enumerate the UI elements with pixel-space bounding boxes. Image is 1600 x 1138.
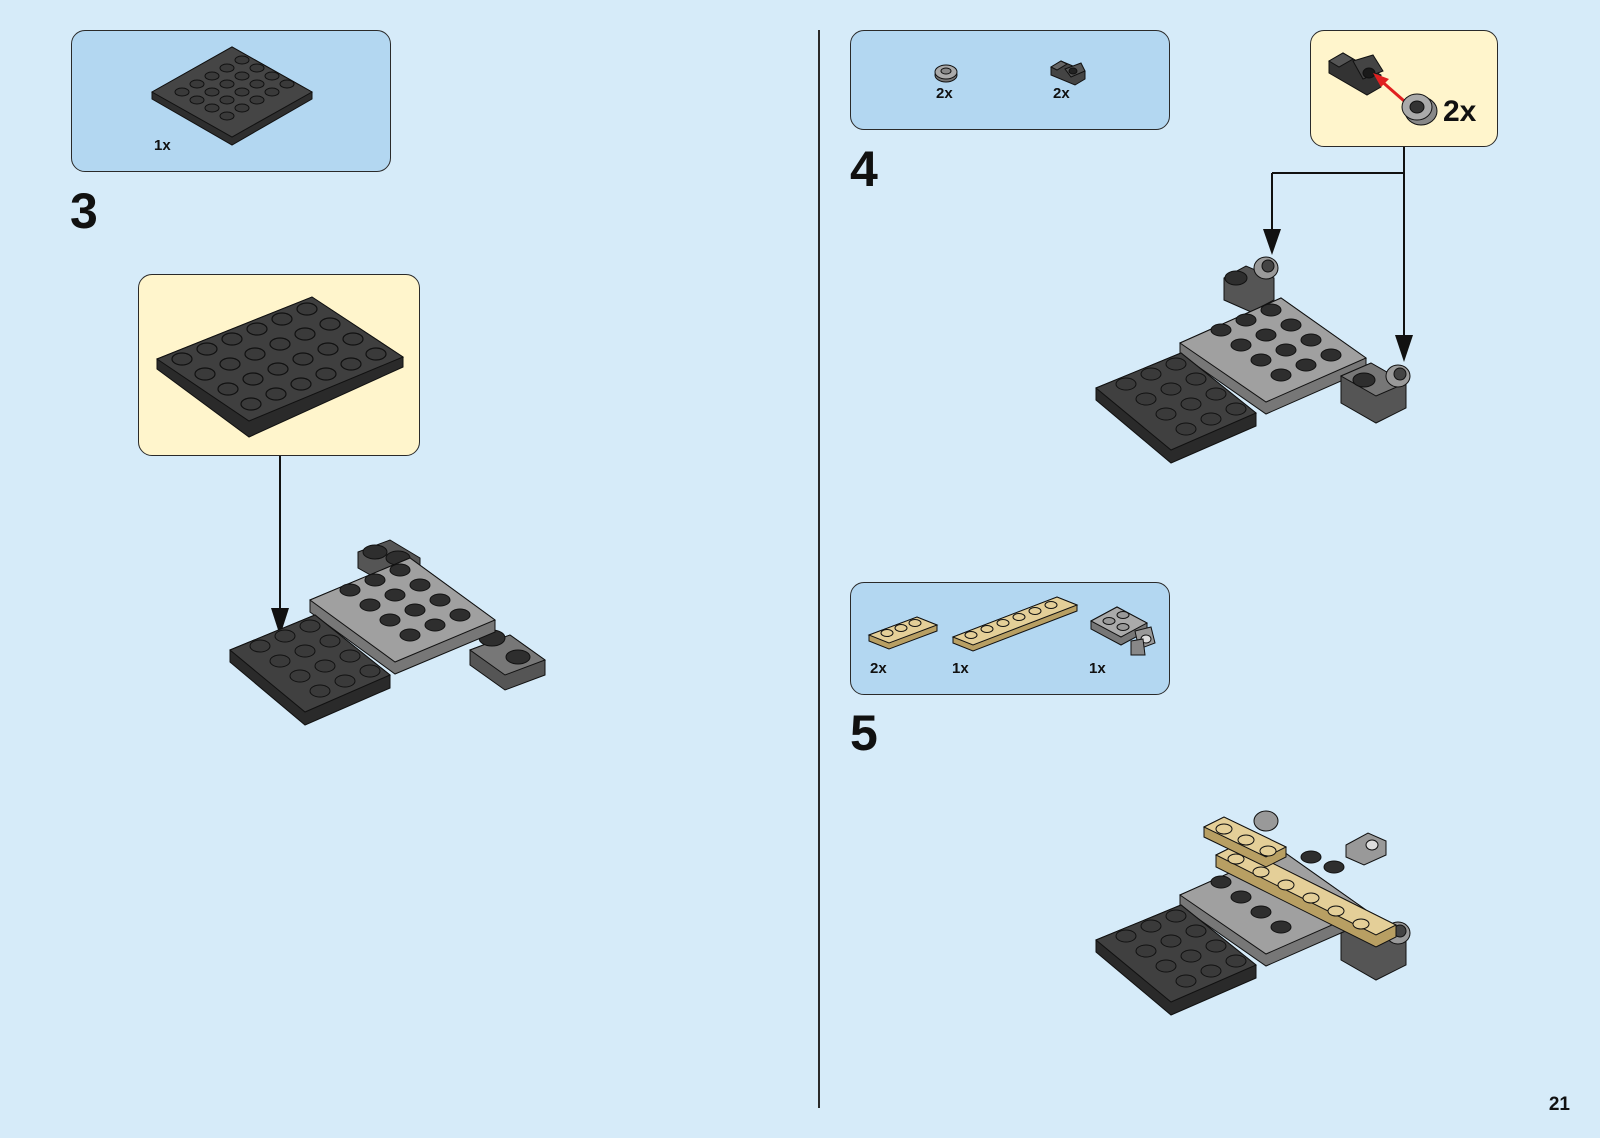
- bracket-with-round-tile-icon: [1329, 49, 1439, 129]
- tan-plate-1x6-icon: [953, 597, 1077, 653]
- step-5-part-1-qty: 2x: [870, 660, 887, 677]
- step-3-parts-box: 1x: [71, 30, 391, 172]
- step-5-part-2-qty: 1x: [952, 660, 969, 677]
- step-3-assembly-model: [230, 540, 550, 740]
- gray-hinge-plate-icon: [1091, 599, 1157, 657]
- step-4-callout: 2x: [1310, 30, 1498, 147]
- step-4-part-1-qty: 2x: [936, 85, 953, 102]
- dark-gray-bracket-icon: [1051, 57, 1087, 85]
- step-3-part-qty: 1x: [154, 137, 171, 154]
- gray-round-tile-icon: [933, 63, 959, 83]
- black-plate-4x6-icon: [152, 47, 312, 137]
- step-3-callout: [138, 274, 420, 456]
- step-4-part-2-qty: 2x: [1053, 85, 1070, 102]
- step-4-assembly-model: [1096, 248, 1436, 473]
- page-divider: [818, 30, 820, 1108]
- tan-plate-1x3-icon: [869, 617, 939, 651]
- step-5-parts-box: 2x 1x 1x: [850, 582, 1170, 695]
- step-5-number: 5: [850, 708, 878, 758]
- black-plate-4x6-icon: [157, 297, 403, 437]
- step-5-assembly-model: [1096, 815, 1436, 1040]
- page-number: 21: [1549, 1094, 1570, 1116]
- step-4-parts-box: 2x 2x: [850, 30, 1170, 130]
- step-5-part-3-qty: 1x: [1089, 660, 1106, 677]
- step-4-number: 4: [850, 144, 878, 194]
- step-4-callout-qty: 2x: [1443, 95, 1476, 129]
- step-3-number: 3: [70, 186, 98, 236]
